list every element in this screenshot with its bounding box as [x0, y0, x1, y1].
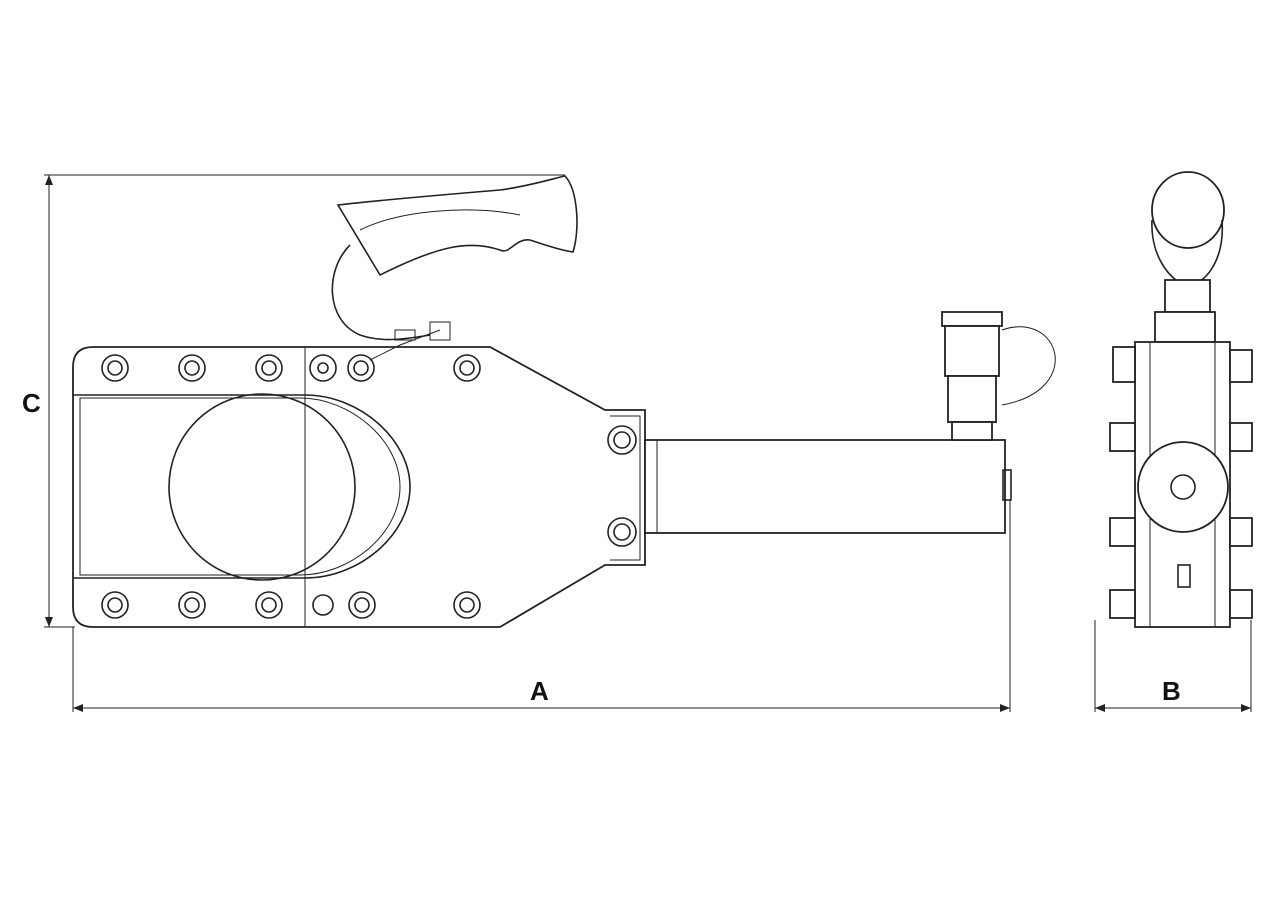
cylinder	[644, 439, 1012, 534]
hydraulic-coupler	[941, 311, 1056, 441]
dimension-a-label: A	[530, 676, 549, 706]
bolts	[101, 321, 637, 619]
side-view	[1109, 171, 1253, 628]
handle	[331, 175, 578, 341]
dimension-b	[1094, 620, 1252, 712]
cutter-head	[72, 346, 646, 628]
dimension-c-label: C	[22, 388, 41, 418]
dimension-a	[72, 500, 1011, 712]
dimension-c	[44, 174, 565, 628]
dimension-b-label: B	[1162, 676, 1181, 706]
